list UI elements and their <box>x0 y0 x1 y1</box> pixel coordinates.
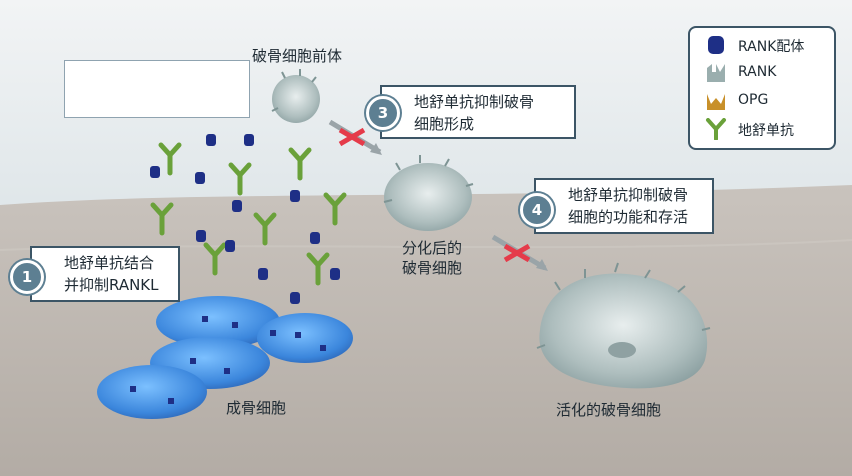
legend-opg: OPG <box>738 92 769 108</box>
label-differentiated: 分化后的 破骨细胞 <box>392 238 472 278</box>
callout-3-line2: 细胞形成 <box>414 115 475 133</box>
osteoclast-precursor <box>271 69 320 123</box>
legend: RANK配体 RANK OPG 地舒单抗 <box>688 26 836 150</box>
inhibit-arrow-function <box>491 234 548 271</box>
callout-3-badge: 3 <box>366 96 400 130</box>
label-activated: 活化的破骨细胞 <box>556 401 662 419</box>
label-precursor: 破骨细胞前体 <box>252 47 343 65</box>
antibody-cluster <box>150 142 347 286</box>
label-osteoblast: 成骨细胞 <box>226 399 287 417</box>
callout-4-line2: 细胞的功能和存活 <box>568 208 689 226</box>
callout-4: 地舒单抗抑制破骨 细胞的功能和存活 <box>534 178 714 234</box>
callout-4-line1: 地舒单抗抑制破骨 <box>568 186 689 204</box>
inhibit-arrow-formation <box>328 119 382 155</box>
rank-receptor-icon <box>707 64 725 82</box>
callout-1-badge: 1 <box>10 260 44 294</box>
callout-1-line2: 并抑制RANKL <box>64 276 159 294</box>
legend-rank: RANK <box>738 64 777 80</box>
callout-3-line1: 地舒单抗抑制破骨 <box>414 93 535 111</box>
callout-4-badge: 4 <box>520 193 554 227</box>
antibody-icon <box>706 118 726 140</box>
rank-ligand-icon <box>708 36 724 54</box>
osteoblast-cells <box>97 296 353 419</box>
blank-box <box>64 60 250 118</box>
rank-ligand-cluster <box>150 134 340 304</box>
callout-3: 地舒单抗抑制破骨 细胞形成 <box>380 85 576 139</box>
legend-rank-ligand: RANK配体 <box>738 39 805 55</box>
differentiated-osteoclast <box>383 155 474 231</box>
legend-denosumab: 地舒单抗 <box>738 123 794 139</box>
opg-icon <box>707 94 725 110</box>
callout-1: 地舒单抗结合 并抑制RANKL <box>30 246 180 302</box>
callout-1-line1: 地舒单抗结合 <box>64 254 155 272</box>
label-differentiated-line2: 破骨细胞 <box>401 259 462 277</box>
activated-osteoclast <box>536 262 711 389</box>
label-differentiated-line1: 分化后的 <box>401 239 462 257</box>
